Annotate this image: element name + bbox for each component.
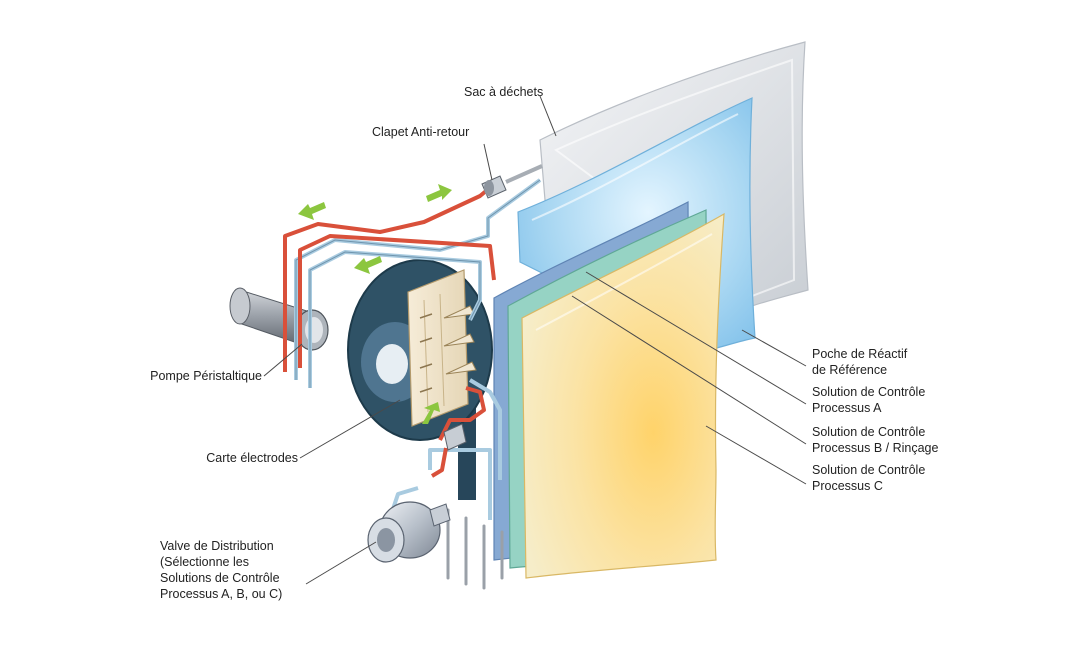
peristaltic-pump <box>229 287 329 351</box>
inlet-connector <box>443 423 467 451</box>
leader-pump <box>263 343 303 377</box>
red-tubing <box>283 184 496 478</box>
flow-arrow-3 <box>354 256 382 274</box>
leader-electrode-card <box>299 399 401 459</box>
label-control-a: Solution de Contrôle Processus A <box>812 385 926 415</box>
leader-reference-pack <box>741 329 807 367</box>
check-valve <box>481 164 543 199</box>
leader-control-c <box>705 425 807 485</box>
label-waste-bag: Sac à déchets <box>464 85 544 99</box>
leader-distribution-valve <box>305 541 377 585</box>
flow-arrow-4 <box>422 402 440 424</box>
label-electrode-card: Carte électrodes <box>206 451 298 465</box>
flow-arrow-2 <box>298 202 326 220</box>
blue-tubing-outline <box>295 179 541 388</box>
connector-pins <box>446 508 504 590</box>
label-peristaltic-pump: Pompe Péristaltique <box>150 369 262 383</box>
distribution-valve <box>367 501 451 563</box>
leader-lines <box>263 95 807 585</box>
label-distribution-valve: Valve de Distribution (Sélectionne les S… <box>160 539 283 601</box>
label-control-b: Solution de Contrôle Processus B / Rinça… <box>812 425 939 455</box>
electrode-card <box>407 269 477 427</box>
flow-arrow-1 <box>426 184 452 202</box>
leader-check-valve <box>483 143 493 181</box>
leader-control-b <box>571 295 807 445</box>
leader-control-a <box>585 271 807 405</box>
label-reference-pack: Poche de Réactif de Référence <box>812 347 908 377</box>
flow-arrows <box>298 184 452 424</box>
label-control-c: Solution de Contrôle Processus C <box>812 463 926 493</box>
label-check-valve: Clapet Anti-retour <box>372 125 470 139</box>
leader-waste-bag <box>539 95 557 137</box>
control-solution-c-pack <box>521 212 725 579</box>
